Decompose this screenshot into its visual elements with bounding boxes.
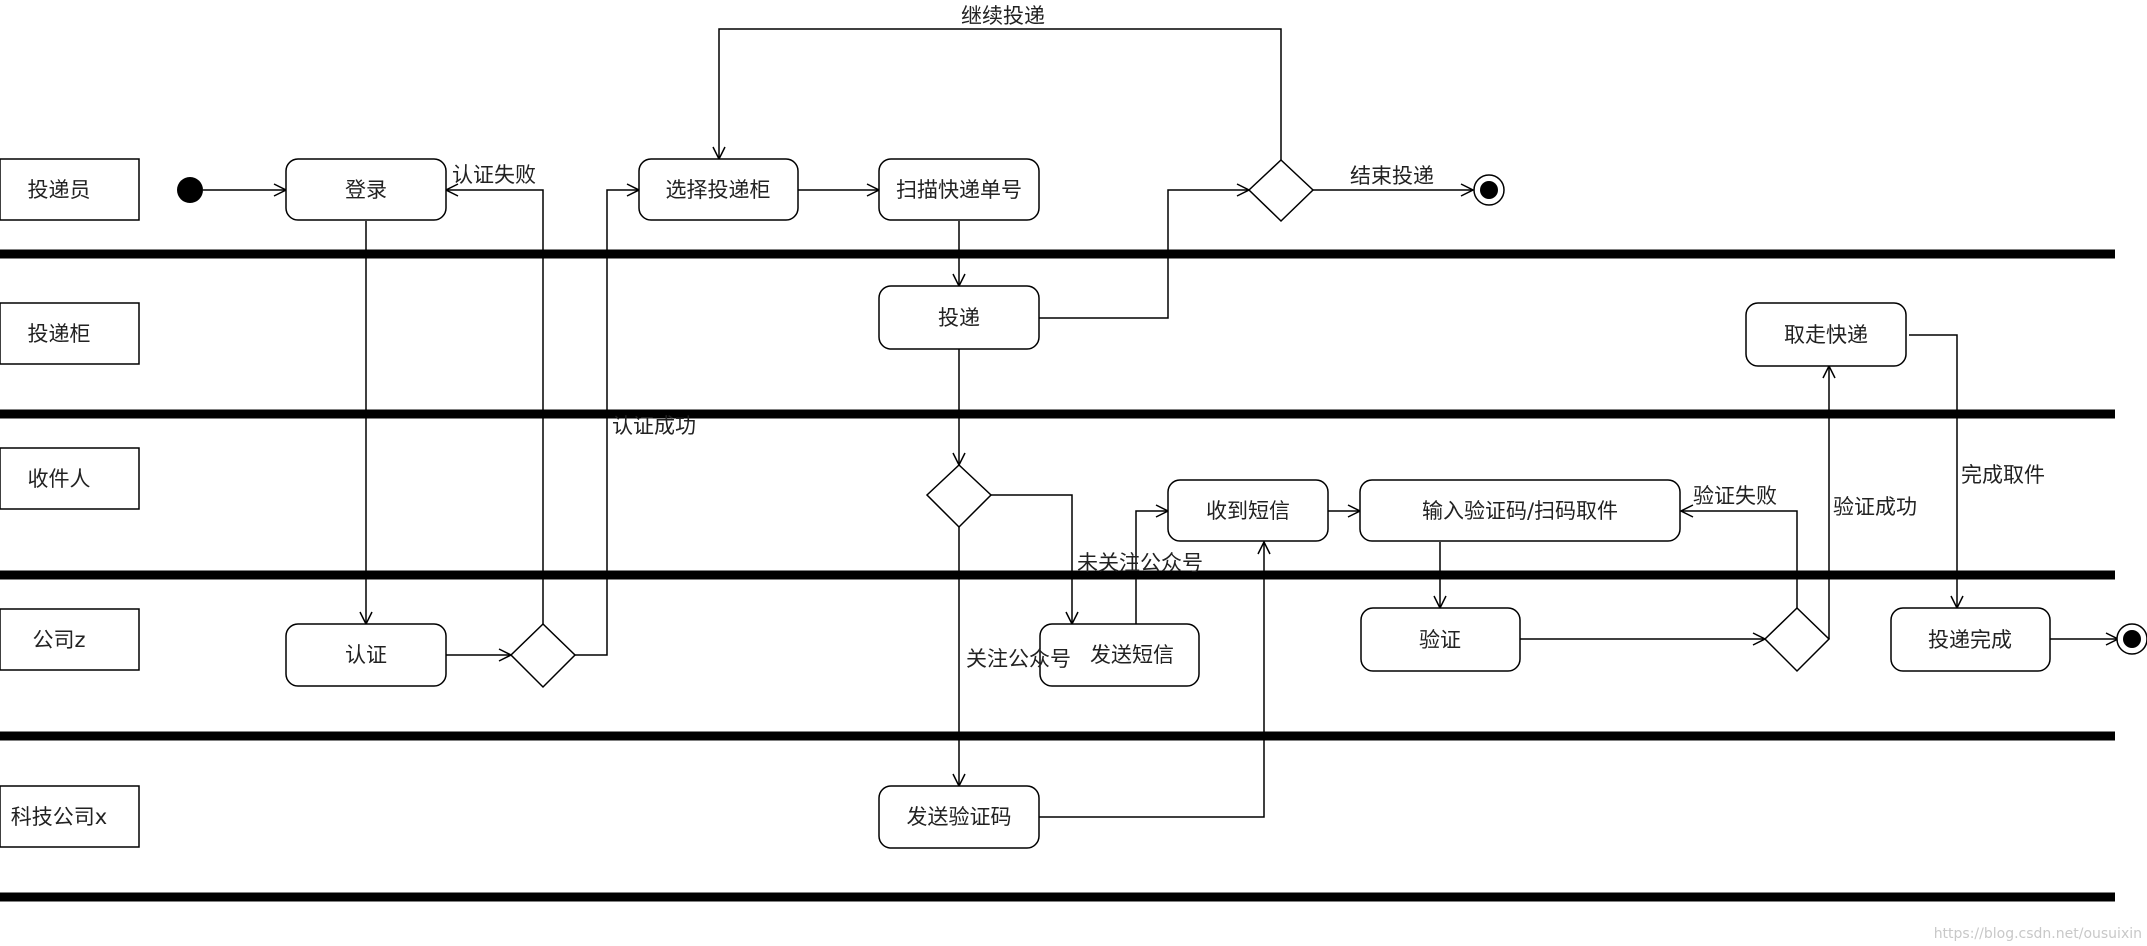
node-login: 登录 xyxy=(285,158,447,221)
initial-node xyxy=(177,177,203,203)
svg-text:登录: 登录 xyxy=(345,178,387,202)
decision-continue xyxy=(1247,158,1315,223)
node-delivery-done: 投递完成 xyxy=(1890,607,2051,672)
label-following: 关注公众号 xyxy=(966,647,1071,671)
svg-text:取走快递: 取走快递 xyxy=(1784,323,1868,347)
lane-recipient: 收件人 xyxy=(0,447,140,510)
lane-courier: 投递员 xyxy=(0,158,140,221)
svg-text:发送验证码: 发送验证码 xyxy=(907,805,1012,829)
label-auth-success: 认证成功 xyxy=(612,414,696,438)
label-not-following: 未关注公众号 xyxy=(1077,551,1203,575)
node-authenticate: 认证 xyxy=(285,623,447,687)
label-complete-pickup: 完成取件 xyxy=(1961,463,2045,487)
lane-locker-label: 投递柜 xyxy=(28,322,91,346)
svg-text:验证: 验证 xyxy=(1419,628,1461,652)
svg-text:收到短信: 收到短信 xyxy=(1206,499,1290,523)
edge-verify-failed xyxy=(1681,511,1798,608)
node-select-locker: 选择投递柜 xyxy=(638,158,799,221)
decision-following xyxy=(925,463,993,529)
svg-text:认证: 认证 xyxy=(345,643,387,667)
edge-send-code-to-receive xyxy=(1039,542,1264,818)
svg-text:选择投递柜: 选择投递柜 xyxy=(666,178,771,202)
svg-text:投递: 投递 xyxy=(938,306,980,330)
edge-send-sms-to-receive xyxy=(1135,511,1168,624)
node-scan-number: 扫描快递单号 xyxy=(878,158,1040,221)
edge-auth-success xyxy=(575,190,639,656)
svg-text:输入验证码/扫码取件: 输入验证码/扫码取件 xyxy=(1422,499,1618,523)
node-input-code: 输入验证码/扫码取件 xyxy=(1359,479,1681,542)
svg-text:扫描快递单号: 扫描快递单号 xyxy=(896,178,1022,202)
node-receive-sms: 收到短信 xyxy=(1167,479,1329,542)
lane-company-z: 公司z xyxy=(0,608,140,671)
svg-text:投递完成: 投递完成 xyxy=(1928,628,2012,652)
node-send-sms: 发送短信 xyxy=(1039,623,1200,687)
decision-auth xyxy=(509,622,577,689)
label-verify-success: 验证成功 xyxy=(1833,495,1917,519)
lane-recipient-label: 收件人 xyxy=(28,467,91,491)
node-verify: 验证 xyxy=(1360,607,1521,672)
edge-deliver-to-decision xyxy=(1039,190,1249,319)
lane-company-z-label: 公司z xyxy=(32,628,85,652)
edge-complete-pickup xyxy=(1909,334,1957,608)
node-take-parcel: 取走快递 xyxy=(1745,302,1907,367)
edge-auth-failed xyxy=(446,190,544,624)
label-verify-failed: 验证失败 xyxy=(1693,484,1777,508)
node-deliver: 投递 xyxy=(878,285,1040,350)
edge-continue-delivery xyxy=(719,28,1282,160)
svg-text:发送短信: 发送短信 xyxy=(1090,643,1174,667)
node-send-code: 发送验证码 xyxy=(878,785,1040,849)
lane-tech-company-x-label: 科技公司x xyxy=(11,805,107,829)
label-auth-failed: 认证失败 xyxy=(452,163,536,187)
edge-not-following xyxy=(991,494,1072,624)
watermark: https://blog.csdn.net/ousuixin xyxy=(1934,926,2142,942)
lane-courier-label: 投递员 xyxy=(28,178,91,202)
label-end-delivery: 结束投递 xyxy=(1350,164,1434,188)
lane-tech-company-x: 科技公司x xyxy=(0,785,140,848)
final-node-top xyxy=(1473,174,1505,206)
lane-locker: 投递柜 xyxy=(0,302,140,365)
final-node-bottom xyxy=(2116,623,2147,655)
decision-verify xyxy=(1763,606,1831,673)
edges xyxy=(203,28,2118,818)
label-continue-delivery: 继续投递 xyxy=(961,4,1045,28)
